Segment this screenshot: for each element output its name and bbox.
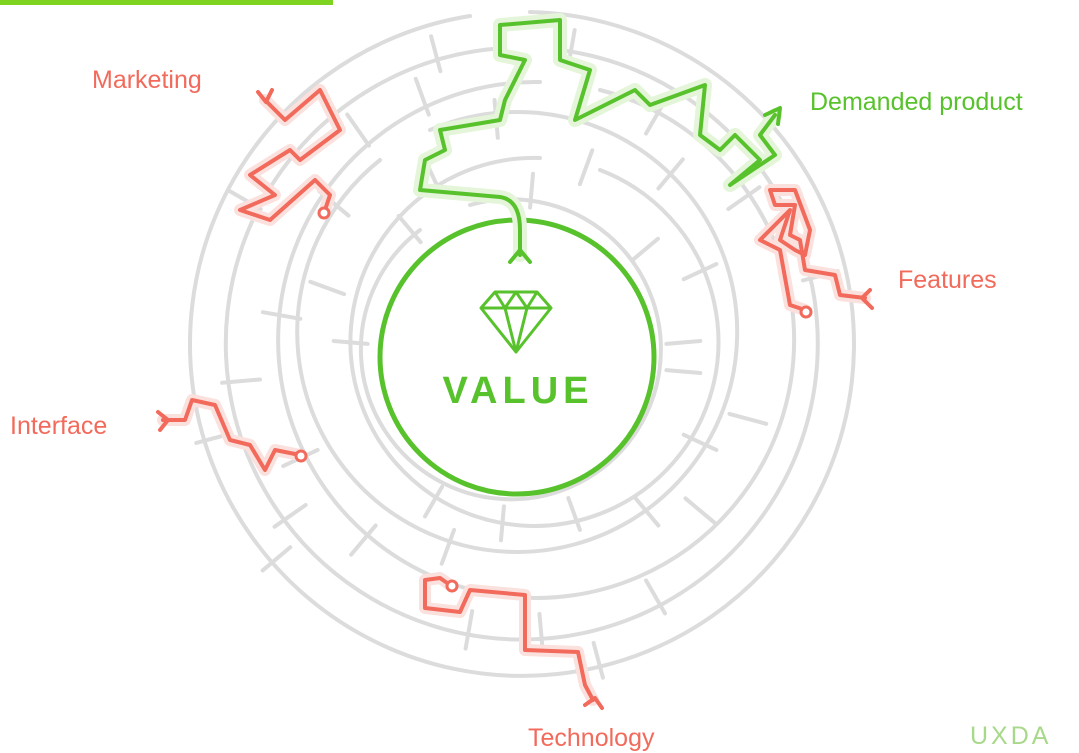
technology-path [423, 576, 595, 702]
maze-spoke [633, 495, 661, 528]
maze-ring [187, 10, 856, 678]
maze-spoke [591, 640, 605, 680]
path-end-arrow [763, 106, 782, 126]
features-path [758, 188, 867, 312]
solution-path [413, 13, 782, 264]
brand-logo: UXDA [970, 722, 1052, 750]
maze-spoke [396, 214, 423, 245]
maze-spoke [429, 34, 443, 74]
maze-spoke [423, 484, 444, 519]
maze-spoke [463, 609, 475, 651]
dead-end-label-features: Features [898, 266, 997, 294]
maze-spoke [413, 76, 431, 117]
maze-ring [358, 197, 663, 502]
maze-ring [295, 110, 740, 554]
maze-spoke [664, 368, 703, 376]
maze-spoke [331, 338, 370, 346]
maze-spokes [194, 28, 840, 680]
path-start-arrow [508, 248, 532, 264]
top-accent-bar [0, 0, 333, 5]
maze-spoke [683, 496, 717, 525]
maze-spoke [272, 502, 308, 529]
technology-arrow [583, 696, 604, 710]
maze-spoke [644, 578, 667, 616]
maze-spoke [664, 338, 703, 346]
maze-spoke [528, 171, 536, 210]
maze-spoke [220, 377, 262, 385]
center-value-label: VALUE [442, 370, 594, 412]
dead-end-label-technology: Technology [528, 724, 655, 752]
maze-spoke [260, 545, 293, 573]
maze-spoke [439, 527, 457, 566]
maze-spoke [498, 504, 506, 543]
dead-end-paths [156, 84, 874, 710]
interface-dead-end-dot [294, 449, 308, 463]
interface-arrow [156, 410, 170, 432]
maze-spoke [629, 236, 660, 263]
maze-spoke [681, 432, 719, 452]
maze-spoke [681, 262, 719, 282]
maze-spoke [727, 411, 769, 426]
marketing-dead-end-dot [317, 206, 331, 220]
maze-spoke [260, 310, 303, 321]
maze-spoke [726, 185, 762, 212]
interface-path [161, 398, 302, 472]
features-dead-end-dot [799, 305, 813, 319]
diamond-icon [479, 290, 553, 354]
maze-spoke [577, 148, 595, 187]
maze-spoke [349, 523, 378, 557]
marketing-arrow [256, 88, 274, 104]
dead-end-label-marketing: Marketing [92, 66, 202, 94]
features-arrow [860, 288, 874, 310]
technology-dead-end-dot [445, 579, 459, 593]
maze-ring [348, 155, 721, 528]
marketing-path [238, 88, 342, 222]
maze-spoke [345, 112, 372, 148]
dead-end-label-interface: Interface [10, 412, 108, 440]
goal-label: Demanded product [810, 88, 1023, 116]
maze-spoke [656, 157, 685, 191]
maze-spoke [566, 495, 582, 532]
maze-spoke [308, 279, 347, 297]
